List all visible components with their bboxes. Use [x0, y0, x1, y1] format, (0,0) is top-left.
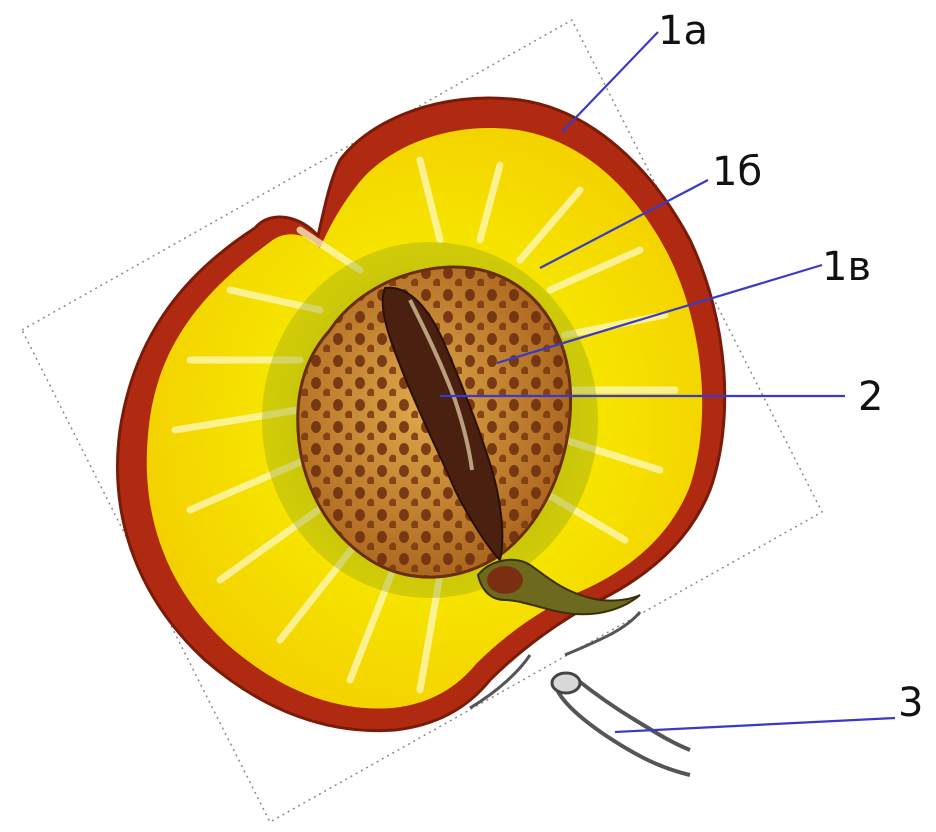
leader-3: [615, 718, 895, 732]
stem-scar-center: [487, 566, 523, 594]
label-1b: 1б: [712, 149, 762, 195]
leader-1a: [562, 32, 658, 132]
label-1a: 1а: [658, 8, 708, 54]
label-1v: 1в: [822, 244, 871, 290]
label-3: 3: [898, 680, 923, 726]
label-2: 2: [858, 374, 883, 420]
